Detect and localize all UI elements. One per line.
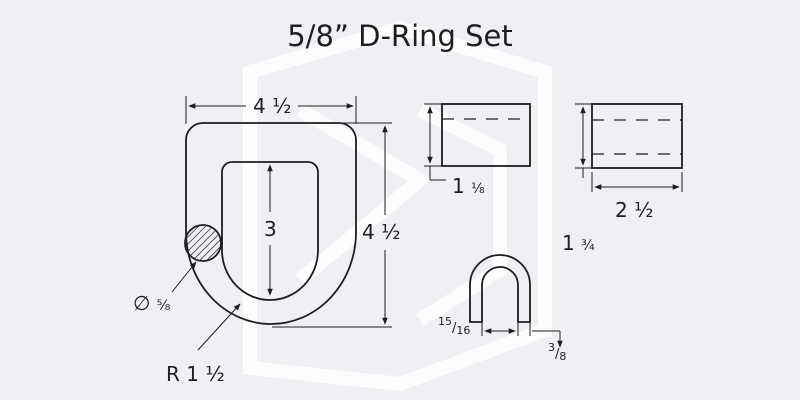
loop-inner-width-denominator: 16 [456, 324, 471, 337]
clip-top-view [575, 103, 683, 192]
diameter-symbol: ∅ [133, 291, 151, 315]
diameter-leader [171, 261, 197, 293]
loop-wall-denominator: 8 [559, 350, 567, 363]
clip-width-fraction: ½ [634, 198, 654, 222]
clip-height-fraction: ⅛ [471, 181, 485, 197]
cross-section-hatch [184, 224, 222, 262]
watermark-logo-icon [243, 20, 552, 392]
clip-length-label: 1 ¾ [562, 233, 595, 253]
page-title: 5/8” D-Ring Set [287, 19, 513, 53]
radius-fraction: ½ [205, 362, 225, 386]
overall-height-fraction: ½ [381, 220, 401, 244]
overall-height-dimension [272, 122, 392, 328]
overall-height-whole: 4 [362, 220, 375, 244]
clip-height-label: 1 ⅛ [452, 176, 485, 196]
clip-length-fraction: ¾ [581, 238, 595, 254]
radius-label: R 1 ½ [166, 364, 225, 384]
clip-width-label: 2 ½ [615, 200, 653, 220]
radius-leader [197, 303, 241, 351]
overall-width-label: 4 ½ [253, 96, 291, 116]
loop-wall-label: 3/8 [548, 341, 567, 363]
clip-width-whole: 2 [615, 198, 628, 222]
inner-height-label: 3 [264, 217, 277, 241]
d-ring-inner-outline [221, 161, 319, 301]
loop-inner-width-numerator: 15 [438, 315, 452, 328]
u-loop-view [469, 254, 563, 348]
diameter-label: ∅ ⅝ [133, 293, 170, 313]
overall-height-label: 4 ½ [362, 222, 400, 242]
radius-prefix: R 1 [166, 362, 199, 386]
clip-length-whole: 1 [562, 231, 575, 255]
diameter-fraction: ⅝ [156, 298, 171, 314]
overall-width-fraction: ½ [272, 94, 292, 118]
loop-inner-width-label: 15/16 [438, 315, 471, 337]
loop-wall-numerator: 3 [548, 341, 555, 354]
clip-height-whole: 1 [452, 174, 465, 198]
clip-side-view [424, 103, 531, 181]
overall-width-whole: 4 [253, 94, 266, 118]
overall-width-dimension [185, 96, 357, 124]
d-ring-outer-outline [185, 122, 357, 325]
